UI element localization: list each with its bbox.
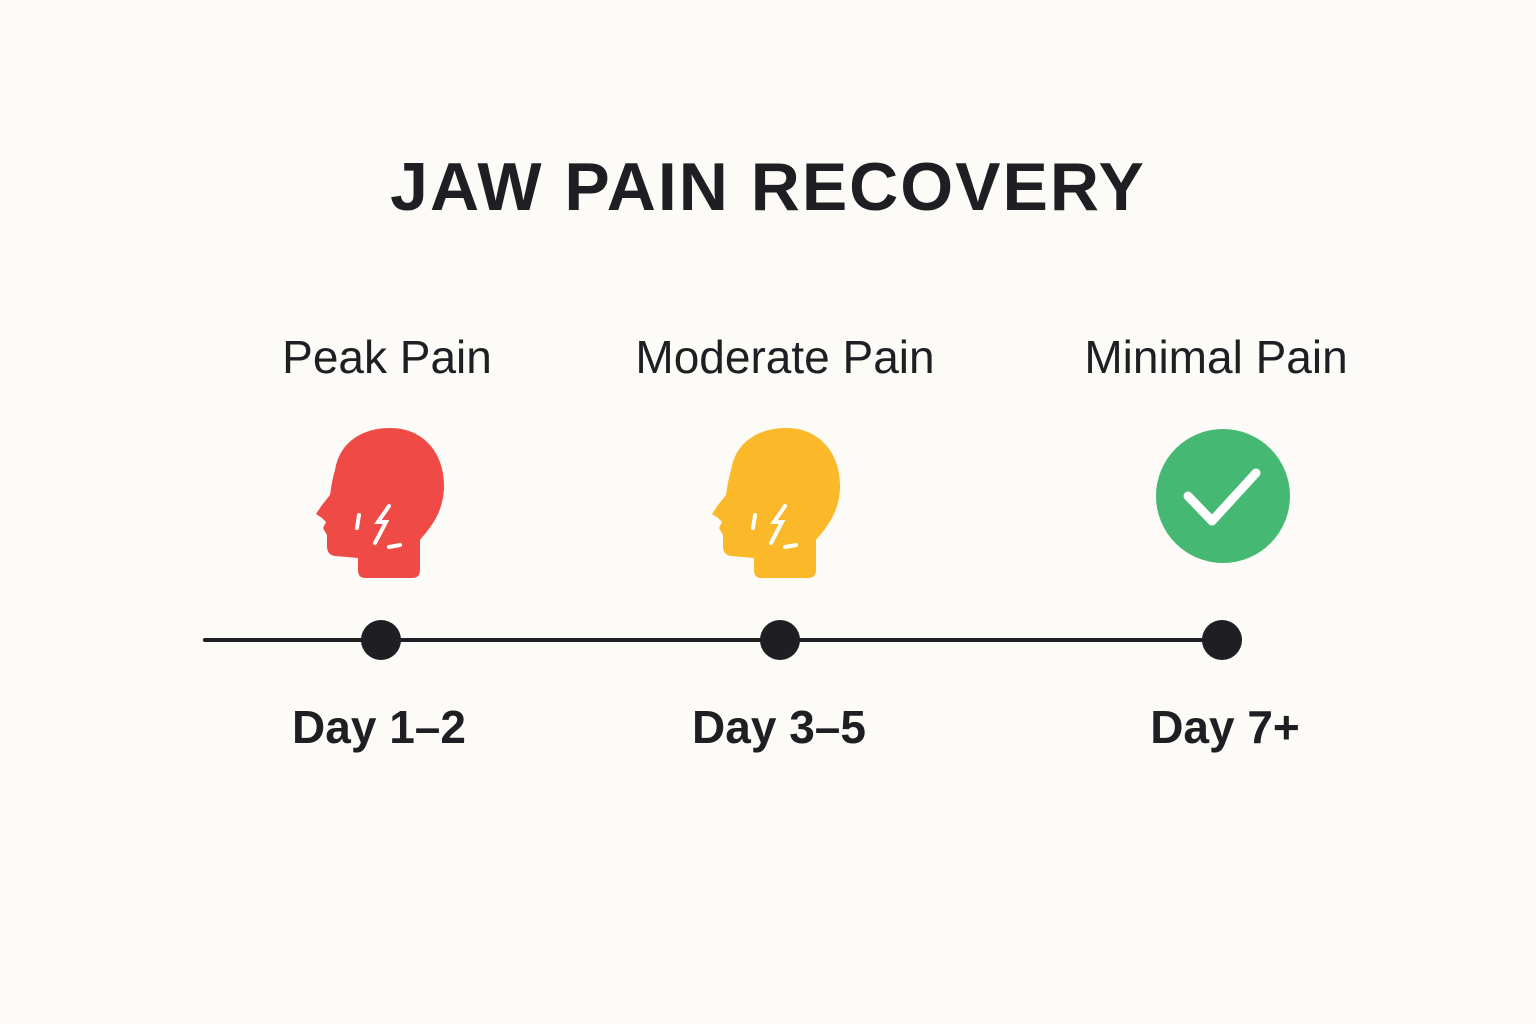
stage-label-minimal: Minimal Pain [1084, 331, 1348, 383]
day-label-1: Day 1–2 [292, 701, 466, 753]
timeline-dot [760, 620, 800, 660]
head-pain-icon [712, 428, 841, 578]
timeline-dot [361, 620, 401, 660]
timeline-dot [1202, 620, 1242, 660]
page-title: JAW PAIN RECOVERY [390, 149, 1146, 225]
stage-label-moderate: Moderate Pain [635, 331, 935, 383]
stage-label-peak: Peak Pain [282, 331, 492, 383]
day-label-2: Day 3–5 [692, 701, 866, 753]
check-circle-icon [1156, 429, 1290, 563]
day-label-3: Day 7+ [1150, 701, 1300, 753]
head-pain-icon [316, 428, 445, 578]
